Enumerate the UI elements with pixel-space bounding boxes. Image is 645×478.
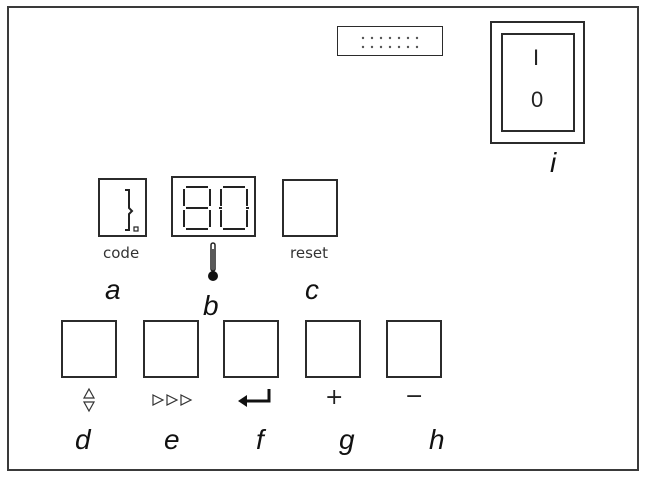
plus-icon: +	[325, 385, 344, 410]
temperature-display	[171, 176, 256, 237]
code-digit-icon	[125, 189, 139, 232]
label-b: b	[203, 290, 219, 321]
connector-header	[337, 26, 443, 56]
power-switch[interactable]: I 0	[490, 21, 585, 144]
connector-pins-icon	[361, 36, 419, 49]
label-i: i	[550, 147, 557, 178]
fast-forward-button[interactable]	[143, 320, 199, 378]
switch-off-mark: 0	[531, 87, 544, 112]
minus-icon: −	[405, 384, 424, 409]
label-f: f	[256, 424, 264, 455]
label-d: d	[75, 424, 91, 455]
label-c: c	[305, 274, 319, 305]
up-down-button[interactable]	[61, 320, 117, 378]
reset-button[interactable]	[282, 179, 338, 237]
temperature-digits-icon	[183, 186, 249, 230]
control-panel: I 0 i code a	[7, 6, 639, 471]
switch-on-mark: I	[533, 45, 540, 70]
triple-triangle-icon	[152, 394, 193, 406]
reset-caption: reset	[290, 244, 328, 262]
label-e: e	[164, 424, 180, 455]
up-down-arrows-icon	[82, 387, 96, 413]
plus-button[interactable]	[305, 320, 361, 378]
enter-arrow-icon	[238, 389, 271, 407]
code-display	[98, 178, 147, 237]
code-caption: code	[103, 244, 140, 262]
label-h: h	[429, 424, 445, 455]
thermometer-icon	[208, 242, 218, 281]
label-a: a	[105, 274, 121, 305]
enter-button[interactable]	[223, 320, 279, 378]
label-g: g	[339, 424, 355, 455]
power-switch-rocker[interactable]: I 0	[501, 33, 575, 132]
minus-button[interactable]	[386, 320, 442, 378]
